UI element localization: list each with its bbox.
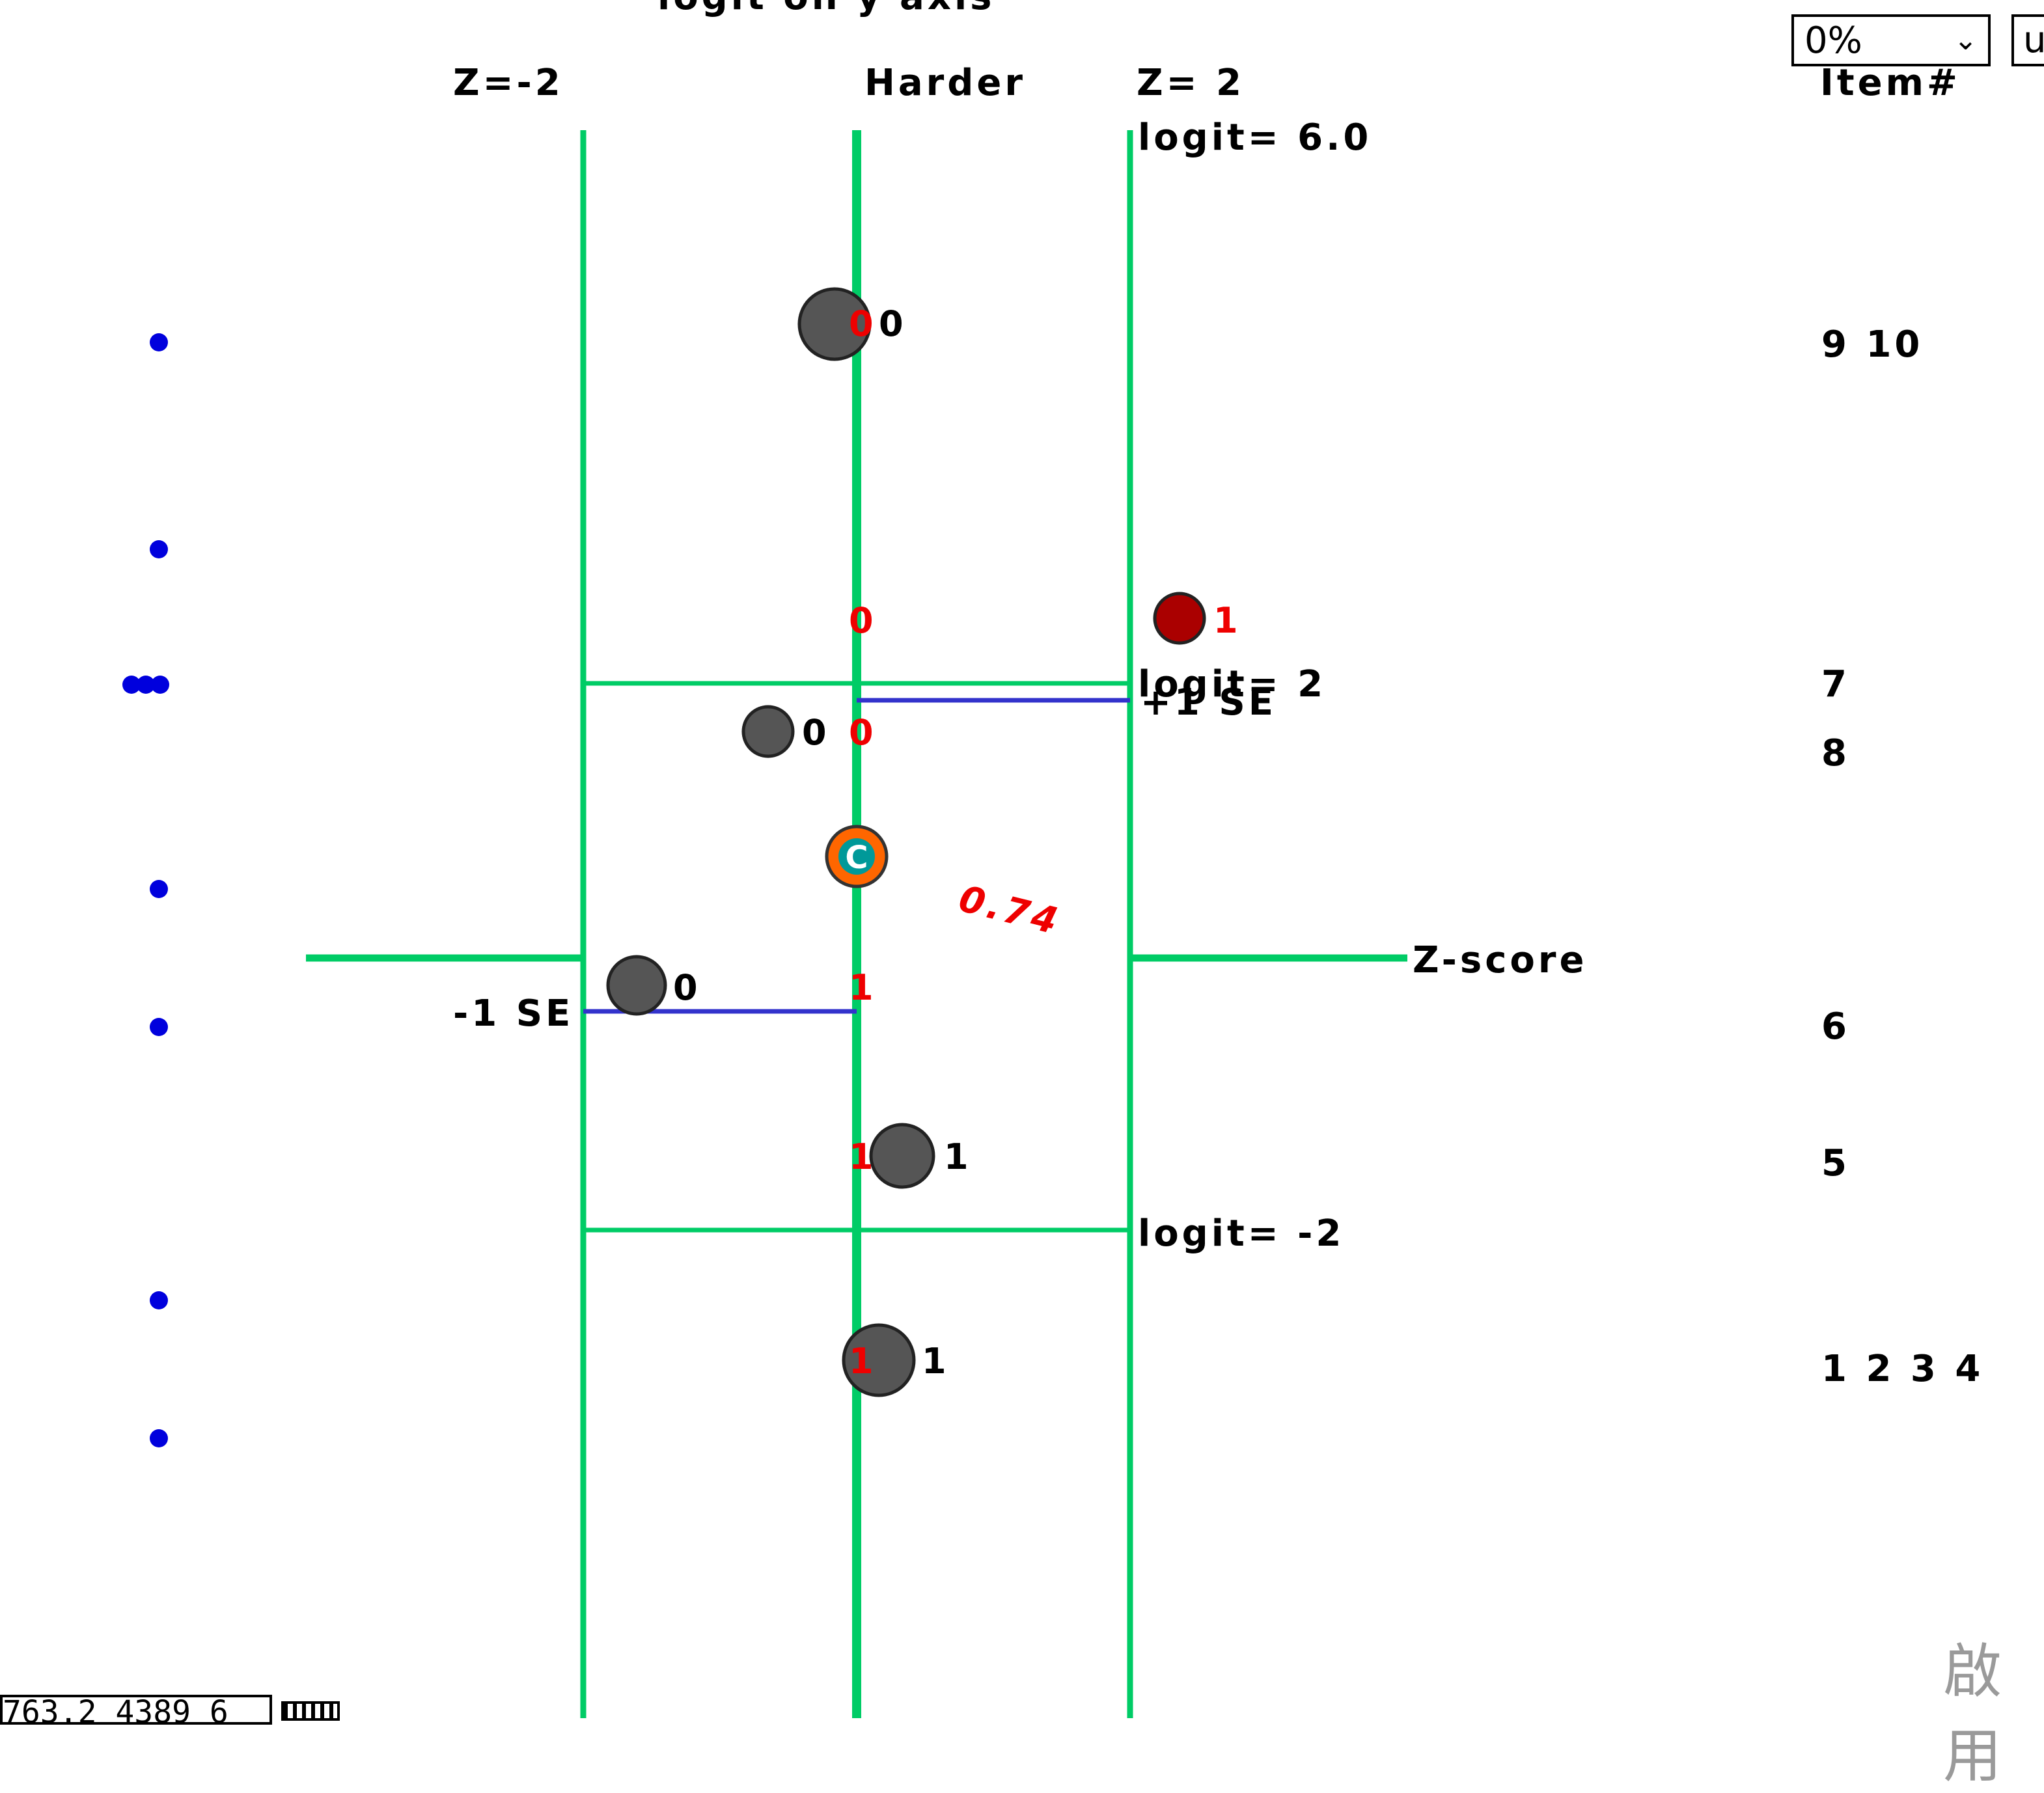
person-dot xyxy=(137,676,155,694)
item-marker[interactable] xyxy=(606,955,667,1016)
item-row: 9 10 xyxy=(1821,323,1923,366)
logit-lower-label: logit= -2 xyxy=(1138,1212,1344,1255)
estimate-value: 0.74 xyxy=(955,878,1065,944)
logit-top-label: logit= 6.0 xyxy=(1138,116,1372,159)
item-marker[interactable] xyxy=(741,705,795,758)
item-marker[interactable] xyxy=(797,287,872,361)
item-row: 5 xyxy=(1821,1142,1850,1184)
person-dot xyxy=(150,540,168,558)
response-black-label: 1 xyxy=(922,1341,950,1382)
item-markers xyxy=(606,287,1206,1397)
response-black-label: 0 xyxy=(879,303,907,344)
response-red-label: 1 xyxy=(849,1136,877,1177)
response-labels: 0 0 0 1 0 0 0 1 1 1 1 1 xyxy=(673,303,1241,1382)
person-dot xyxy=(150,880,168,898)
estimate-glyph: C xyxy=(845,840,868,876)
item-list: 9 10 7 8 6 5 1 2 3 4 xyxy=(1821,323,1983,1390)
response-red-label: 0 xyxy=(849,712,877,753)
item-row: 1 2 3 4 xyxy=(1821,1348,1983,1390)
chart-title: logit on y axis xyxy=(657,0,995,18)
response-black-label: 1 xyxy=(944,1136,972,1177)
item-row: 7 xyxy=(1821,663,1850,705)
right-column-label: Z= 2 xyxy=(1137,62,1245,104)
center-column-label: Harder xyxy=(864,62,1026,104)
zoom-value: 0% xyxy=(1804,19,1862,62)
chevron-down-icon: ⌄ xyxy=(1954,23,1978,57)
person-dots xyxy=(122,333,169,1447)
ability-estimate-marker[interactable]: C xyxy=(825,825,889,888)
zoom-select[interactable]: 0% ⌄ xyxy=(1791,14,1991,66)
response-red-label: 0 xyxy=(849,600,877,641)
logit-lines xyxy=(583,681,1130,1233)
logit-upper-label: logit= 2 xyxy=(1138,663,1326,705)
minus-se-label: -1 SE xyxy=(453,992,573,1035)
person-dot xyxy=(150,1018,168,1036)
wright-map-canvas: logit on y axis Z=-2 Harder Z= 2 logit= … xyxy=(122,0,1983,1718)
response-red-label: 1 xyxy=(849,1341,877,1382)
person-dot xyxy=(150,1291,168,1309)
response-red-label: 1 xyxy=(1213,600,1241,641)
side-button[interactable]: u xyxy=(2011,14,2044,66)
person-dot xyxy=(151,676,169,694)
activation-watermark: 啟用 xyxy=(1943,1637,2002,1790)
coordinate-readout: 763.2 4389 6 xyxy=(0,1695,272,1725)
item-marker[interactable] xyxy=(842,1323,916,1397)
response-black-label: 0 xyxy=(673,967,701,1008)
person-dot xyxy=(150,333,168,351)
response-black-label: 0 xyxy=(802,712,830,753)
z-score-label: Z-score xyxy=(1413,939,1587,981)
response-red-label: 1 xyxy=(849,967,877,1008)
item-marker[interactable] xyxy=(869,1123,935,1189)
item-row: 6 xyxy=(1821,1006,1850,1048)
response-red-label: 0 xyxy=(849,303,877,344)
vertical-grid xyxy=(580,130,1133,1718)
person-dot xyxy=(122,676,141,694)
person-dot xyxy=(150,1429,168,1447)
left-column-label: Z=-2 xyxy=(453,62,564,104)
item-marker[interactable] xyxy=(1153,592,1206,645)
plus-se-label: +1 SE xyxy=(1140,681,1277,724)
item-row: 8 xyxy=(1821,732,1850,774)
items-header: Item# xyxy=(1820,62,1961,104)
